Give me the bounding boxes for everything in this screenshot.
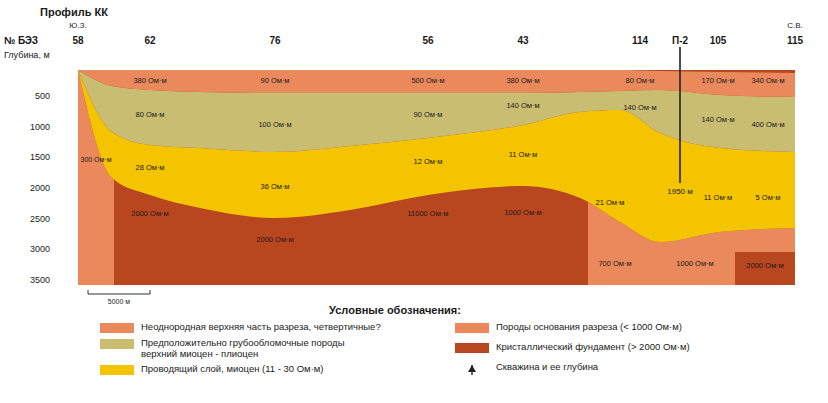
coarse-clastic-layer	[78, 70, 795, 152]
resistivity-label: 100 Ом·м	[258, 121, 291, 129]
resistivity-label: 11 Ом·м	[704, 194, 733, 202]
legend-text: Кристаллический фундамент (> 2000 Ом·м)	[496, 342, 690, 353]
axis-label: Глубина, м	[4, 51, 50, 61]
legend-entry: Скважина и ее глубина	[455, 362, 598, 375]
resistivity-label: 11 Ом·м	[509, 151, 538, 159]
legend-entry: Кристаллический фундамент (> 2000 Ом·м)	[455, 342, 690, 353]
station-number: 58	[72, 35, 83, 46]
resistivity-label: 12 Ом·м	[413, 158, 442, 166]
resistivity-label: 2000 Ом·м	[746, 262, 783, 270]
legend-title: Условные обозначения:	[329, 304, 461, 316]
scale-bar	[88, 290, 150, 294]
legend-entry: Проводящий слой, миоцен (11 - 30 Ом·м)	[100, 364, 324, 375]
station-number: 76	[269, 35, 280, 46]
base-rocks-left	[78, 70, 114, 285]
axis-label: № БЭЗ	[4, 35, 38, 46]
basement-block	[735, 252, 795, 285]
depth-tick: 1500	[30, 153, 50, 163]
legend-swatch	[100, 365, 134, 375]
resistivity-label: 500 Ом·м	[411, 77, 444, 85]
resistivity-label: 2000 Ом·м	[256, 236, 293, 244]
resistivity-label: 90 Ом·м	[260, 77, 289, 85]
direction-label: Ю.З.	[69, 22, 86, 31]
base-rocks-right	[588, 70, 795, 285]
direction-label: С.В.	[787, 22, 803, 31]
conductive-layer	[78, 70, 795, 242]
well-depth: 1950 м	[667, 188, 693, 197]
legend-text: Предположительно грубообломочные породы …	[141, 338, 371, 360]
resistivity-label: 170 Ом·м	[701, 77, 734, 85]
depth-tick: 1000	[30, 123, 50, 133]
scale-label: 5000 м	[108, 298, 130, 306]
resistivity-label: 21 Ом·м	[595, 199, 624, 207]
resistivity-label: 28 Ом·м	[135, 164, 164, 172]
station-number: 105	[710, 35, 727, 46]
resistivity-label: 5 Ом·м	[756, 194, 781, 202]
resistivity-label: 300 Ом·м	[80, 156, 111, 164]
legend-entry: Предположительно грубообломочные породы …	[100, 338, 371, 360]
legend-swatch	[455, 343, 489, 353]
legend-text: Породы основания разреза (< 1000 Ом·м)	[496, 322, 682, 333]
resistivity-label: 1000 Ом·м	[504, 209, 541, 217]
station-number: 62	[144, 35, 155, 46]
basement-layer	[78, 70, 795, 285]
depth-tick: 3000	[30, 245, 50, 255]
legend-text: Проводящий слой, миоцен (11 - 30 Ом·м)	[141, 364, 324, 375]
depth-tick: 2000	[30, 184, 50, 194]
resistivity-label: 140 Ом·м	[506, 102, 539, 110]
resistivity-label: 400 Ом·м	[751, 121, 784, 129]
depth-tick: 500	[35, 92, 50, 102]
resistivity-label: 340 Ом·м	[751, 77, 784, 85]
well-line	[679, 47, 681, 183]
depth-tick: 3500	[30, 276, 50, 286]
resistivity-label: 1000 Ом·м	[676, 260, 713, 268]
resistivity-label: 380 Ом·м	[133, 77, 166, 85]
resistivity-label: 380 Ом·м	[506, 77, 539, 85]
legend-text: Неоднородная верхняя часть разреза, четв…	[141, 322, 381, 333]
resistivity-label: 11000 Ом·м	[407, 210, 448, 218]
legend-swatch	[455, 323, 489, 333]
resistivity-label: 140 Ом·м	[701, 116, 734, 124]
title: Профиль КК	[40, 6, 108, 18]
station-number: 43	[517, 35, 528, 46]
well-symbol	[455, 362, 489, 375]
legend-text: Скважина и ее глубина	[496, 362, 598, 373]
legend-swatch	[100, 339, 134, 349]
resistivity-label: 2000 Ом·м	[131, 210, 168, 218]
resistivity-label: 80 Ом·м	[625, 77, 654, 85]
legend-entry: Породы основания разреза (< 1000 Ом·м)	[455, 322, 682, 333]
upper-layer	[78, 70, 795, 97]
station-number: 115	[787, 35, 803, 46]
resistivity-label: 80 Ом·м	[135, 111, 164, 119]
legend-swatch	[100, 323, 134, 333]
legend-entry: Неоднородная верхняя часть разреза, четв…	[100, 322, 381, 333]
resistivity-label: 90 Ом·м	[413, 111, 442, 119]
resistivity-label: 36 Ом·м	[260, 183, 289, 191]
station-number: 56	[422, 35, 433, 46]
station-number: П-2	[672, 35, 688, 46]
depth-tick: 2500	[30, 215, 50, 225]
station-number: 114	[632, 35, 648, 46]
resistivity-label: 140 Ом·м	[623, 104, 656, 112]
resistivity-label: 700 Ом·м	[598, 260, 631, 268]
